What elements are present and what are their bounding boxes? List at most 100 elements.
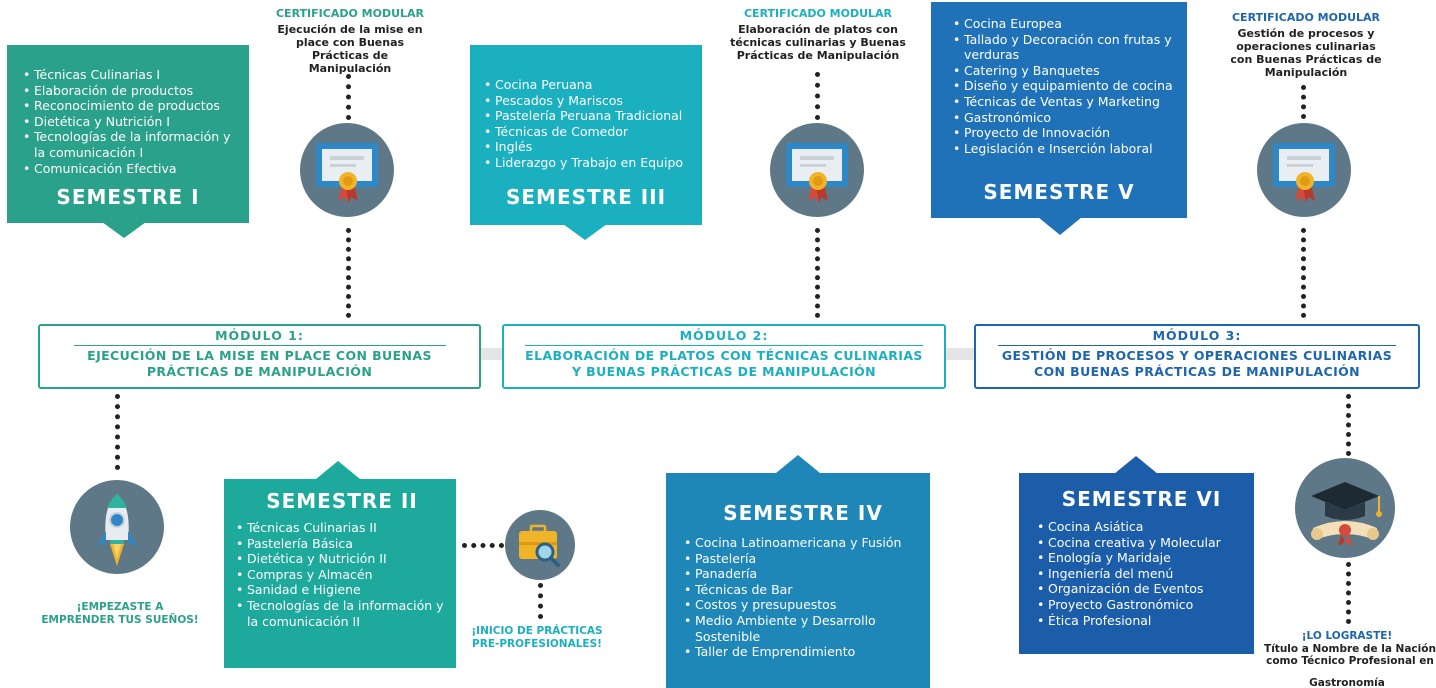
dotted-connector: [1346, 562, 1351, 624]
semester-4-pointer: [776, 455, 820, 473]
semester-3-list: Cocina Peruana Pescados y Mariscos Paste…: [484, 77, 694, 171]
list-item: Técnicas Culinarias II: [236, 520, 448, 536]
dotted-connector: [538, 583, 543, 619]
semester-1-list: Técnicas Culinarias I Elaboración de pro…: [23, 67, 239, 176]
list-item: Cocina Asiática: [1037, 519, 1246, 535]
dotted-connector: [346, 74, 351, 120]
dotted-connector: [115, 394, 120, 470]
module-1-text: EJECUCIÓN DE LA MISE EN PLACE CON BUENAS…: [87, 348, 432, 379]
list-item: Ética Profesional: [1037, 613, 1246, 629]
semester-5-list: Cocina Europea Tallado y Decoración con …: [953, 16, 1179, 156]
certificate-1-heading: CERTIFICADO MODULAR: [275, 7, 425, 20]
graduation-cap-icon: [1295, 458, 1395, 558]
semester-5-box: Cocina Europea Tallado y Decoración con …: [931, 2, 1187, 218]
list-item: Proyecto de Innovación: [953, 125, 1179, 141]
module-1-rule: [73, 344, 446, 346]
semester-5-pointer: [1038, 217, 1082, 235]
list-item: Dietética y Nutrición I: [23, 114, 239, 130]
list-item: Pastelería Peruana Tradicional: [484, 108, 694, 124]
list-item: Diseño y equipamiento de cocina: [953, 78, 1179, 94]
list-item: Costos y presupuestos: [684, 597, 922, 613]
module-2-box: MÓDULO 2: ELABORACIÓN DE PLATOS CON TÉCN…: [502, 324, 946, 389]
list-item: Cocina Europea: [953, 16, 1179, 32]
semester-2-box: SEMESTRE II Técnicas Culinarias II Paste…: [224, 479, 456, 668]
semester-5-title: SEMESTRE V: [983, 180, 1135, 204]
list-item: Reconocimiento de productos: [23, 98, 239, 114]
module-connector: [944, 348, 976, 360]
list-item: Tallado y Decoración con frutas y verdur…: [953, 32, 1179, 63]
dotted-connector: [1301, 85, 1306, 119]
certificate-2-text: Elaboración de platos con técnicas culin…: [730, 23, 906, 62]
semester-4-box: SEMESTRE IV Cocina Latinoamericana y Fus…: [666, 473, 930, 688]
list-item: Técnicas de Ventas y Marketing: [953, 94, 1179, 110]
list-item: Legislación e Inserción laboral: [953, 141, 1179, 157]
start-caption: ¡EMPEZASTE A EMPRENDER TUS SUEÑOS!: [41, 601, 199, 626]
list-item: Técnicas Culinarias I: [23, 67, 239, 83]
dotted-connector: [1346, 394, 1351, 456]
practice-caption: ¡INICIO DE PRÁCTICAS PRE-PROFESIONALES!: [471, 625, 603, 650]
module-3-rule: [998, 344, 1396, 346]
module-1-title: MÓDULO 1:: [215, 328, 304, 343]
module-3-title: MÓDULO 3:: [1152, 328, 1242, 343]
list-item: Proyecto Gastronómico: [1037, 597, 1246, 613]
list-item: Cocina creativa y Molecular: [1037, 535, 1246, 551]
semester-6-title: SEMESTRE VI: [1061, 487, 1222, 511]
semester-1-title: SEMESTRE I: [56, 185, 200, 209]
certificate-1-text: Ejecución de la mise en place con Buenas…: [277, 23, 423, 75]
semester-3-pointer: [563, 224, 607, 240]
semester-3-box: Cocina Peruana Pescados y Mariscos Paste…: [470, 45, 702, 225]
certificate-3-heading: CERTIFICADO MODULAR: [1231, 11, 1381, 24]
module-3-text: GESTIÓN DE PROCESOS Y OPERACIONES CULINA…: [1001, 348, 1393, 379]
diploma-icon: [770, 123, 864, 217]
end-caption-heading: ¡LO LOGRASTE!: [1301, 630, 1393, 642]
list-item: Compras y Almacén: [236, 567, 448, 583]
list-item: Sanidad e Higiene: [236, 582, 448, 598]
list-item: Panadería: [684, 566, 922, 582]
semester-6-list: Cocina Asiática Cocina creativa y Molecu…: [1037, 519, 1246, 628]
list-item: Enología y Maridaje: [1037, 550, 1246, 566]
dotted-connector: [815, 72, 820, 120]
list-item: Cocina Latinoamericana y Fusión: [684, 535, 922, 551]
list-item: Dietética y Nutrición II: [236, 551, 448, 567]
list-item: Gastronómico: [953, 110, 1179, 126]
list-item: Catering y Banquetes: [953, 63, 1179, 79]
module-2-rule: [525, 344, 923, 346]
list-item: Técnicas de Comedor: [484, 124, 694, 140]
list-item: Tecnologías de la información y la comun…: [236, 598, 448, 629]
certificate-3-text: Gestión de procesos y operaciones culina…: [1230, 27, 1382, 79]
briefcase-search-icon: [505, 510, 575, 580]
list-item: Liderazgo y Trabajo en Equipo: [484, 155, 694, 171]
diploma-icon: [300, 123, 394, 217]
list-item: Cocina Peruana: [484, 77, 694, 93]
certificate-2-heading: CERTIFICADO MODULAR: [743, 7, 893, 20]
dotted-connector: [346, 228, 351, 318]
dotted-connector: [815, 228, 820, 318]
module-connector: [480, 348, 504, 360]
end-caption-field: Gastronomía: [1309, 677, 1385, 688]
semester-1-pointer: [102, 222, 146, 238]
semester-1-box: Técnicas Culinarias I Elaboración de pro…: [7, 45, 249, 223]
semester-3-title: SEMESTRE III: [505, 185, 667, 209]
semester-4-title: SEMESTRE IV: [723, 501, 883, 525]
semester-2-list: Técnicas Culinarias II Pastelería Básica…: [236, 520, 448, 629]
list-item: Pastelería Básica: [236, 536, 448, 552]
list-item: Taller de Emprendimiento: [684, 644, 922, 660]
list-item: Medio Ambiente y Desarrollo Sostenible: [684, 613, 922, 644]
list-item: Pastelería: [684, 551, 922, 567]
list-item: Tecnologías de la información y la comun…: [23, 129, 239, 160]
semester-4-list: Cocina Latinoamericana y Fusión Pasteler…: [684, 535, 922, 660]
dotted-connector: [1301, 228, 1306, 318]
end-caption-text: Título a Nombre de la Nación como Técnic…: [1264, 643, 1436, 667]
semester-6-pointer: [1114, 456, 1158, 474]
dotted-connector: [462, 543, 504, 548]
semester-6-box: SEMESTRE VI Cocina Asiática Cocina creat…: [1019, 473, 1254, 654]
list-item: Organización de Eventos: [1037, 581, 1246, 597]
list-item: Pescados y Mariscos: [484, 93, 694, 109]
diploma-icon: [1257, 123, 1351, 217]
module-3-box: MÓDULO 3: GESTIÓN DE PROCESOS Y OPERACIO…: [974, 324, 1420, 389]
module-2-text: ELABORACIÓN DE PLATOS CON TÉCNICAS CULIN…: [525, 348, 923, 379]
list-item: Técnicas de Bar: [684, 582, 922, 598]
semester-2-pointer: [316, 461, 360, 479]
list-item: Ingeniería del menú: [1037, 566, 1246, 582]
module-2-title: MÓDULO 2:: [679, 328, 769, 343]
